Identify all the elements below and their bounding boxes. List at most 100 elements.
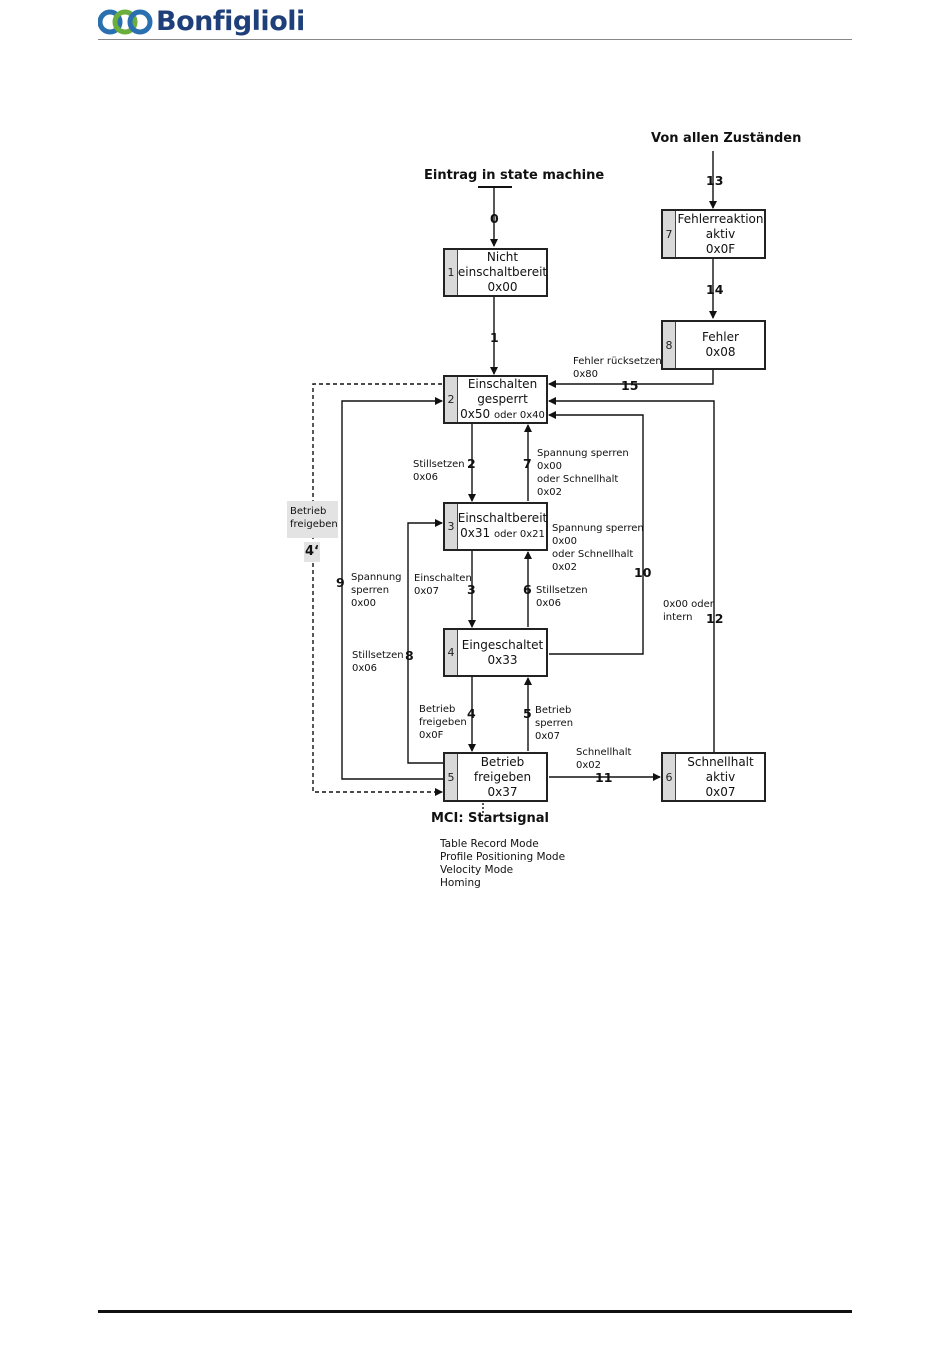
label-line: Einschalten bbox=[414, 573, 472, 584]
transition-6-number: 6 bbox=[523, 582, 532, 597]
transition-8-number: 8 bbox=[405, 648, 414, 663]
label-line: Betrieb bbox=[419, 704, 456, 715]
list-item: Velocity Mode bbox=[440, 864, 514, 876]
state-name: freigeben bbox=[473, 769, 532, 784]
state-name: gesperrt bbox=[477, 391, 528, 406]
transition-11-label: Schnellhalt 0x02 bbox=[576, 746, 631, 772]
state-code-alt: oder 0x21 bbox=[493, 529, 545, 540]
label-line: Betrieb bbox=[535, 705, 572, 716]
label-line: 0x80 bbox=[573, 369, 599, 380]
label-line: 0x00 bbox=[552, 536, 578, 547]
entry-label: Eintrag in state machine bbox=[424, 168, 605, 183]
betrieb-freigeben-note: Betrieb freigeben bbox=[287, 501, 338, 538]
label-line: 0x00 oder bbox=[663, 599, 714, 610]
transition-15-number: 15 bbox=[621, 378, 639, 393]
transition-4-number: 4 bbox=[467, 706, 476, 721]
state-name: Fehler bbox=[702, 330, 739, 344]
label-line: Spannung bbox=[351, 572, 402, 583]
state-number: 6 bbox=[663, 754, 676, 800]
state-code: 0x00 bbox=[487, 280, 518, 294]
state-name: Einschaltbereit bbox=[457, 511, 548, 525]
state-number: 7 bbox=[663, 211, 676, 257]
state-code: 0x0F bbox=[705, 241, 736, 256]
transition-5-number: 5 bbox=[523, 706, 532, 721]
label-line: 0x06 bbox=[413, 472, 439, 483]
label-line: Stillsetzen bbox=[536, 585, 588, 596]
label-line: 0x00 bbox=[537, 461, 563, 472]
state-code: 0x37 bbox=[487, 784, 518, 799]
transition-7-label: Spannung sperren 0x00 oder Schnellhalt 0… bbox=[537, 447, 629, 499]
transition-11-number: 11 bbox=[595, 770, 613, 785]
transition-8-label: Stillsetzen 0x06 bbox=[352, 649, 404, 675]
label-line: 0x06 bbox=[536, 598, 562, 609]
label-line: Fehler rücksetzen bbox=[573, 356, 662, 367]
label-line: Spannung sperren bbox=[552, 523, 644, 534]
transition-2-label: Stillsetzen 0x06 bbox=[413, 458, 465, 484]
transition-4-label: Betrieb freigeben 0x0F bbox=[419, 703, 467, 742]
label-line: sperren bbox=[351, 585, 390, 596]
transition-3-label: Einschalten 0x07 bbox=[414, 572, 472, 598]
transition-2-number: 2 bbox=[467, 456, 476, 471]
label-line: 0x07 bbox=[535, 731, 561, 742]
label-line: 0x06 bbox=[352, 663, 378, 674]
transition-10-label: Spannung sperren 0x00 oder Schnellhalt 0… bbox=[552, 522, 644, 574]
footer-divider bbox=[98, 1310, 852, 1313]
transition-1-number: 1 bbox=[490, 330, 499, 345]
state-number: 4 bbox=[445, 630, 458, 675]
label-line: 0x0F bbox=[419, 730, 444, 741]
label-line: 0x02 bbox=[576, 760, 602, 771]
brand-logo-icon bbox=[98, 9, 153, 35]
header-divider bbox=[98, 39, 852, 40]
label-line: Spannung sperren bbox=[537, 448, 629, 459]
label-line: oder Schnellhalt bbox=[537, 474, 619, 485]
from-all-states-label: Von allen Zuständen bbox=[651, 131, 802, 146]
mode-list: Table Record Mode Profile Positioning Mo… bbox=[440, 838, 565, 890]
label-line: Stillsetzen bbox=[352, 650, 404, 661]
state-name: aktiv bbox=[705, 769, 736, 784]
brand-name: Bonfiglioli bbox=[156, 6, 305, 37]
transition-9-number: 9 bbox=[336, 575, 345, 590]
label-line: freigeben bbox=[419, 717, 467, 728]
transition-12-label: 0x00 oder intern bbox=[663, 598, 714, 624]
transition-12-number: 12 bbox=[706, 611, 724, 626]
list-item: Profile Positioning Mode bbox=[440, 851, 566, 863]
label-line: oder Schnellhalt bbox=[552, 549, 634, 560]
transition-0-number: 0 bbox=[490, 211, 499, 226]
state-name: Fehlerreaktion bbox=[677, 211, 764, 226]
state-code: 0x31 bbox=[460, 526, 491, 540]
label-line: Schnellhalt bbox=[576, 747, 632, 758]
label-line: sperren bbox=[535, 718, 574, 729]
state-number: 2 bbox=[445, 377, 458, 422]
mci-startsignal-title: MCI: Startsignal bbox=[431, 811, 549, 826]
transition-4-prime-number: 4‘ bbox=[304, 542, 320, 562]
transition-5-label: Betrieb sperren 0x07 bbox=[535, 704, 573, 743]
state-name: Einschalten bbox=[467, 376, 538, 391]
transition-14-number: 14 bbox=[706, 282, 724, 297]
state-number: 3 bbox=[445, 504, 458, 549]
state-name: Betrieb bbox=[480, 754, 525, 769]
transition-9-label: Spannung sperren 0x00 bbox=[351, 571, 402, 610]
state-code: 0x33 bbox=[487, 652, 518, 667]
label-line: Stillsetzen bbox=[413, 459, 465, 470]
transition-7-number: 7 bbox=[523, 456, 532, 471]
note-line: Betrieb bbox=[290, 506, 327, 517]
brand-logo: Bonfiglioli bbox=[98, 6, 305, 38]
state-number: 5 bbox=[445, 754, 458, 800]
transition-3-number: 3 bbox=[467, 582, 476, 597]
label-line: intern bbox=[663, 612, 693, 623]
state-name: aktiv bbox=[705, 226, 736, 241]
state-number: 1 bbox=[445, 250, 458, 295]
page-header: Bonfiglioli bbox=[0, 0, 950, 42]
state-code: 0x07 bbox=[705, 784, 736, 799]
state-name: Schnellhalt bbox=[687, 754, 754, 769]
state-name: Eingeschaltet bbox=[461, 637, 544, 652]
label-line: 0x02 bbox=[537, 487, 563, 498]
state-number: 8 bbox=[663, 322, 676, 368]
state-name: Nicht bbox=[486, 250, 519, 264]
